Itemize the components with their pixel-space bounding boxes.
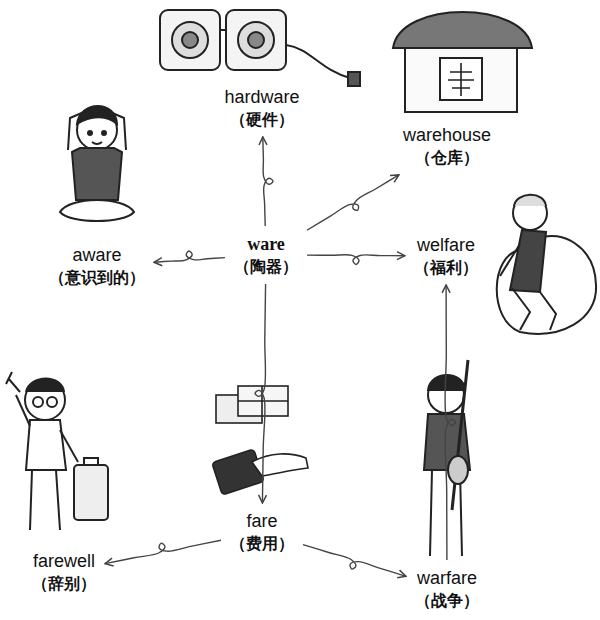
speakers-picture [160,10,220,70]
warehouse-picture [405,48,517,112]
curly-arrow [307,175,399,230]
warfare-soldier-picture [428,375,465,390]
aware-boy-picture [77,106,117,124]
warehouse-picture [440,58,482,100]
english-word: aware [49,243,145,267]
warehouse-picture [393,12,532,112]
english-word: warfare [415,566,479,590]
farewell-person-picture [26,420,66,470]
word-node: aware（意识到的） [45,242,149,290]
warfare-soldier-picture [448,456,468,484]
aware-boy-picture [60,106,134,221]
speakers-picture [160,10,360,86]
word-node: fare（费用） [226,508,298,556]
word-node: welfare（福利） [410,232,482,280]
curly-arrow [445,285,456,560]
farewell-person-picture [84,458,98,465]
chinese-gloss: （意识到的） [49,267,145,289]
english-word: fare [230,509,294,533]
word-node: warehouse（仓库） [399,122,495,170]
old-man-chair-picture [500,244,520,276]
aware-boy-picture [102,131,106,135]
warehouse-picture [393,12,532,48]
speakers-picture [182,32,198,48]
curly-arrow [307,255,405,265]
farewell-person-picture [30,470,60,530]
fare-ticket-picture [212,386,308,495]
farewell-person-picture [6,372,20,392]
old-man-chair-picture [510,230,546,292]
word-node: ware（陶器） [230,231,302,279]
word-node: farewell（辞别） [28,548,100,596]
chinese-gloss: （福利） [414,257,478,279]
speakers-picture [286,45,350,78]
farewell-person-picture [47,397,57,407]
english-word: ware [234,232,298,256]
speakers-picture [238,22,274,58]
fare-ticket-picture [252,454,308,476]
word-node: warfare（战争） [411,565,483,613]
warehouse-picture [448,63,474,96]
farewell-person-picture [33,397,43,407]
chinese-gloss: （陶器） [234,256,298,278]
speakers-picture [172,22,208,58]
chinese-gloss: （仓库） [403,147,491,169]
english-word: welfare [414,233,478,257]
english-word: farewell [32,549,96,573]
curly-arrow [255,284,266,503]
aware-boy-picture [92,142,102,144]
speakers-picture [226,10,286,70]
aware-boy-picture [88,131,92,135]
old-man-chair-picture [512,288,556,330]
old-man-chair-picture [514,195,546,206]
speakers-picture [248,32,264,48]
farewell-person-picture [60,430,78,462]
chinese-gloss: （硬件） [224,109,299,131]
aware-boy-picture [72,148,122,200]
chinese-gloss: （费用） [230,533,294,555]
fare-ticket-picture [212,449,264,495]
curly-arrow [303,545,406,577]
farewell-person-picture [26,379,64,393]
curly-arrow [154,251,225,262]
curly-arrow [105,540,221,563]
curly-arrow [263,137,273,226]
aware-boy-picture [60,200,134,221]
english-word: hardware [224,85,299,109]
farewell-person-picture [16,395,30,426]
english-word: warehouse [403,123,491,147]
word-node: hardware（硬件） [220,84,303,132]
chinese-gloss: （辞别） [32,573,96,595]
farewell-person-picture [6,372,108,530]
farewell-person-picture [74,465,108,520]
chinese-gloss: （战争） [415,590,479,612]
speakers-picture [348,72,360,86]
speakers-picture [220,29,226,31]
old-man-chair-picture [497,195,596,334]
